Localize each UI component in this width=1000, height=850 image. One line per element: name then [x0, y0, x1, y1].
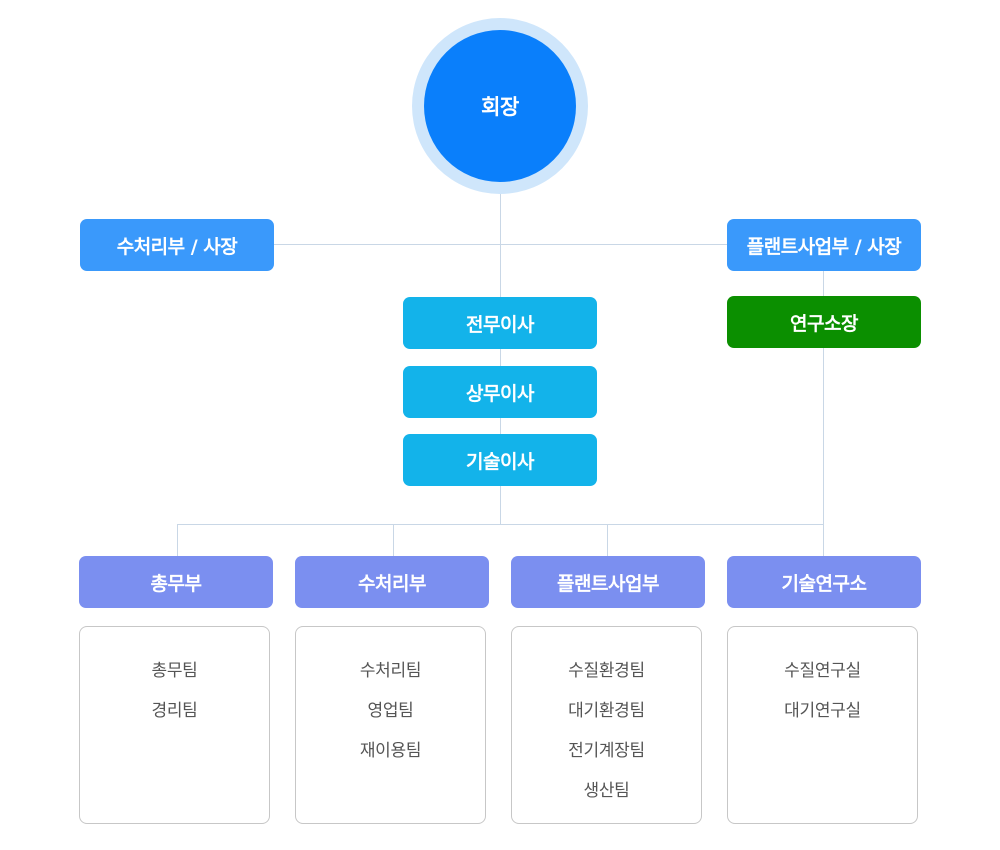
director-node-managing: 전무이사 — [403, 297, 597, 349]
lab-head-label: 연구소장 — [790, 312, 858, 335]
team-item: 총무팀 — [151, 661, 198, 681]
team-list-water-treatment: 수처리팀 영업팀 재이용팀 — [295, 626, 486, 824]
team-item: 수질연구실 — [784, 661, 861, 681]
team-item: 경리팀 — [151, 701, 198, 721]
director-label: 상무이사 — [466, 382, 534, 405]
team-item: 전기계장팀 — [568, 741, 645, 761]
team-item: 대기연구실 — [784, 701, 861, 721]
department-node-water-treatment: 수처리부 — [295, 556, 489, 608]
department-label: 플랜트사업부 — [557, 572, 659, 595]
team-list-tech-lab: 수질연구실 대기연구실 — [727, 626, 918, 824]
department-label: 수처리부 — [358, 572, 426, 595]
connector-dept-2 — [393, 524, 394, 556]
connector-president-horizontal — [274, 244, 728, 245]
department-node-plant-business: 플랜트사업부 — [511, 556, 705, 608]
director-label: 기술이사 — [466, 450, 534, 473]
connector-dept-1 — [177, 524, 178, 556]
president-right-node: 플랜트사업부 / 사장 — [727, 219, 921, 271]
connector-dept-3 — [607, 524, 608, 556]
president-left-node: 수처리부 / 사장 — [80, 219, 274, 271]
president-left-label: 수처리부 / 사장 — [116, 235, 238, 258]
team-list-general-affairs: 총무팀 경리팀 — [79, 626, 270, 824]
lab-head-node: 연구소장 — [727, 296, 921, 348]
team-item: 영업팀 — [367, 701, 414, 721]
director-node-executive: 상무이사 — [403, 366, 597, 418]
team-item: 수처리팀 — [359, 661, 422, 681]
director-node-technical: 기술이사 — [403, 434, 597, 486]
department-node-general-affairs: 총무부 — [79, 556, 273, 608]
team-list-plant-business: 수질환경팀 대기환경팀 전기계장팀 생산팀 — [511, 626, 702, 824]
director-label: 전무이사 — [466, 313, 534, 336]
connector-ceo-vertical — [500, 194, 501, 525]
connector-lab-vertical — [823, 271, 824, 556]
department-node-tech-lab: 기술연구소 — [727, 556, 921, 608]
chairman-node: 회장 — [424, 30, 576, 182]
president-right-label: 플랜트사업부 / 사장 — [746, 235, 902, 258]
team-item: 재이용팀 — [359, 741, 422, 761]
department-label: 총무부 — [150, 572, 202, 595]
connector-dept-horizontal — [177, 524, 824, 525]
department-label: 기술연구소 — [781, 572, 867, 595]
chairman-label: 회장 — [481, 95, 519, 119]
team-item: 생산팀 — [583, 781, 630, 801]
team-item: 대기환경팀 — [568, 701, 645, 721]
team-item: 수질환경팀 — [568, 661, 645, 681]
